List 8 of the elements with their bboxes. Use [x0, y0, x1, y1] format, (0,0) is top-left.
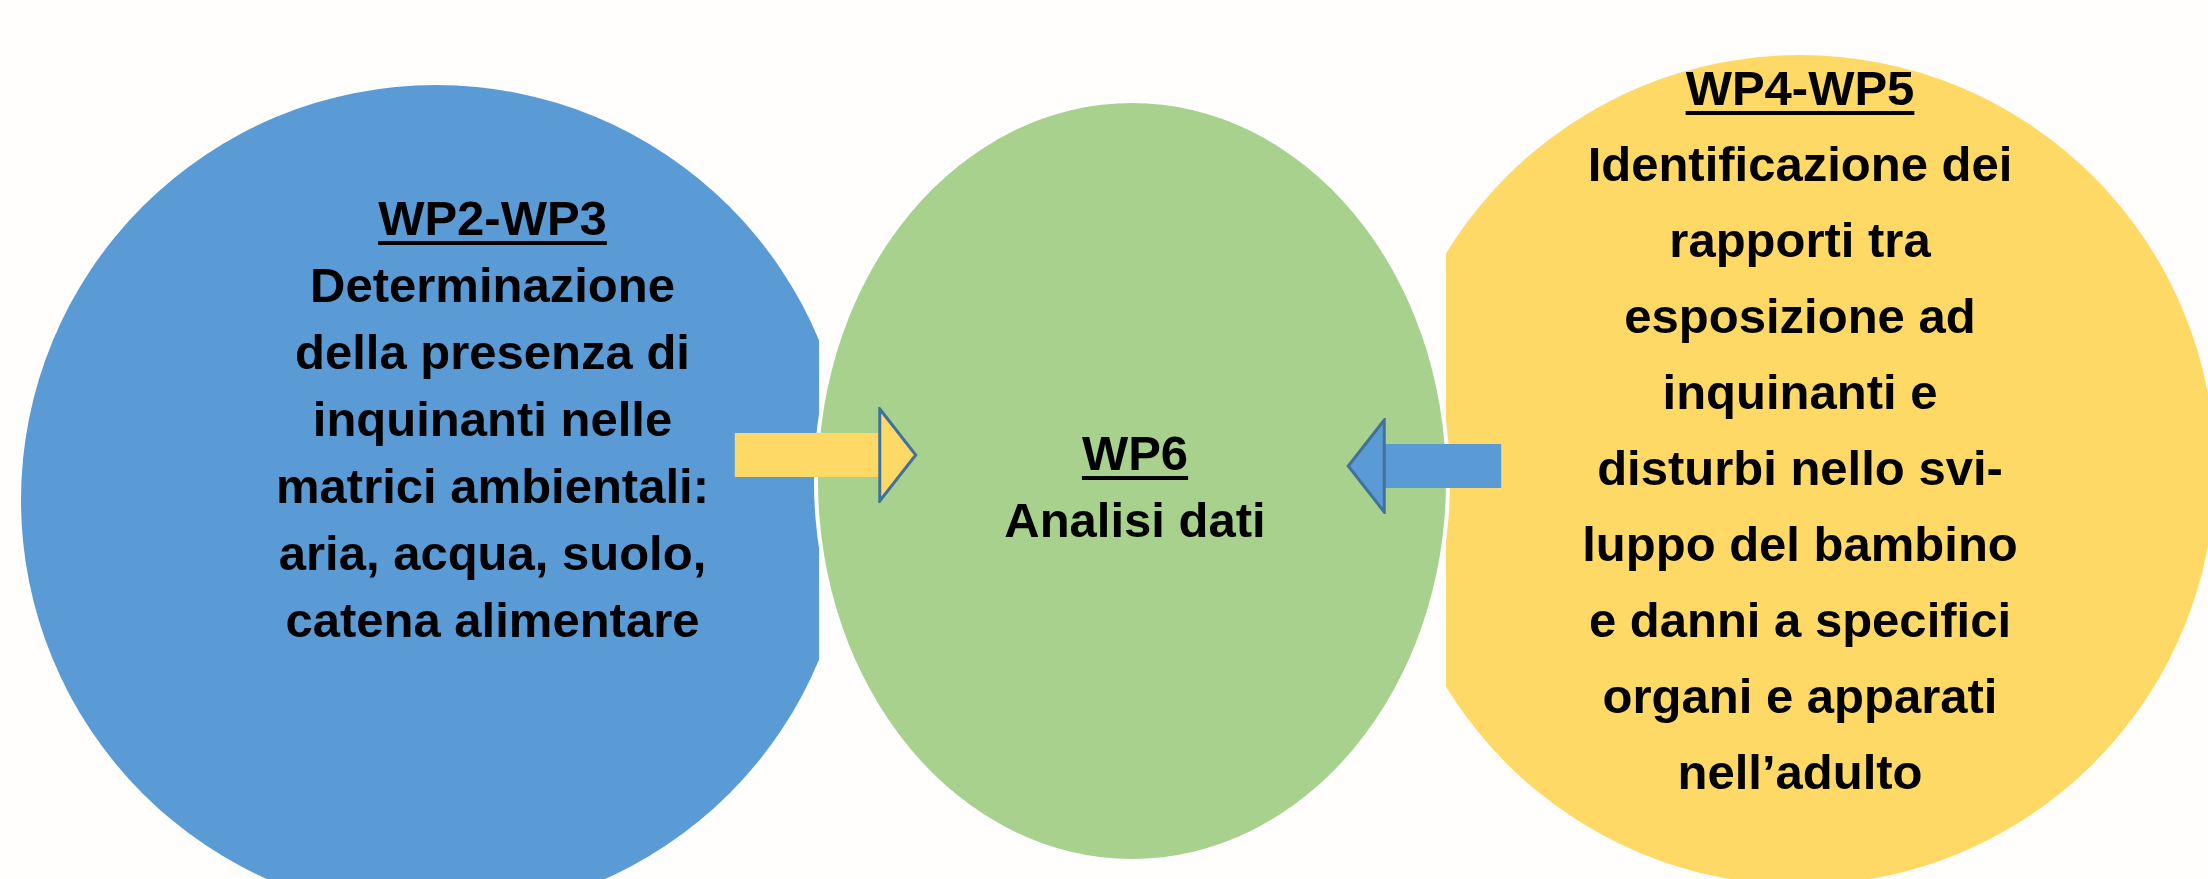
node-heading: WP6 — [1081, 425, 1189, 482]
block-arrow — [734, 407, 918, 503]
node-text: Determinazione della presenza di inquinanti nelle matrici ambientali: aria, acqua, suolo, catena alimentare — [275, 257, 710, 649]
block-arrow — [1346, 418, 1502, 514]
node-heading: WP4-WP5 — [1685, 60, 1915, 117]
node-text: Identificazione dei rapporti tra esposizione ad inquinanti e disturbi nello svi- luppo del bambino e danni a specifici organi e apparati nell’adulto — [1581, 136, 2019, 801]
node-heading: WP2-WP3 — [378, 190, 607, 247]
node-text: Analisi dati — [1004, 492, 1266, 549]
